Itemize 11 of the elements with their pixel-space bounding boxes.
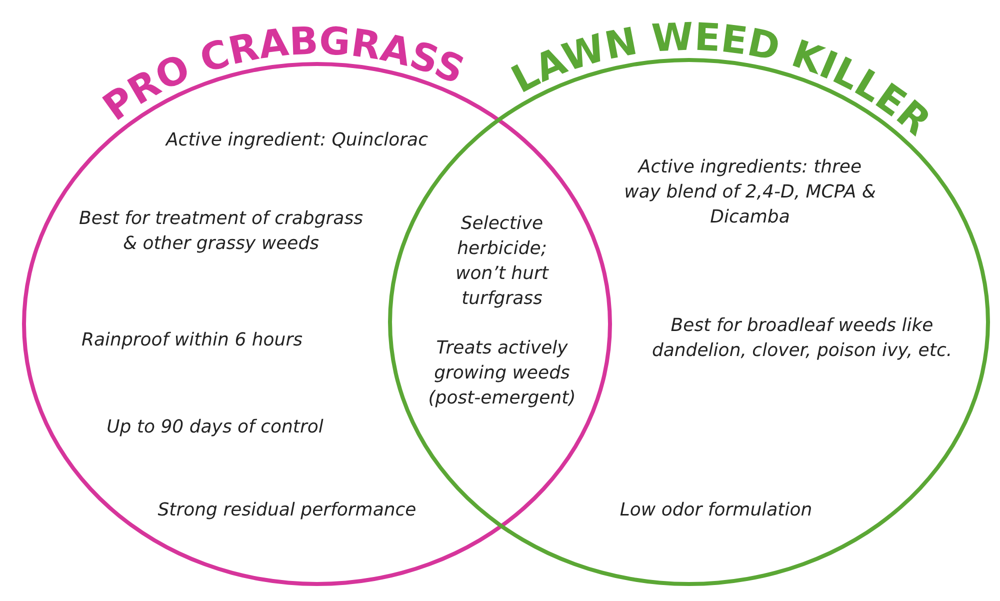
feature-text: Best for broadleaf weeds like dandelion, clover, poison ivy, etc. <box>651 314 953 363</box>
feature-text: Strong residual performance <box>157 498 417 522</box>
circle-title: PRO CRABGRASS <box>94 18 471 130</box>
feature-text: Selective herbicide; won’t hurt turfgrass <box>455 212 549 311</box>
feature-text: Active ingredients: three way blend of 2,4-D, MCPA & Dicamba <box>624 156 876 230</box>
feature-text: Best for treatment of crabgrass & other grassy weeds <box>78 207 364 256</box>
feature-text: Active ingredient: Quinclorac <box>165 128 429 152</box>
feature-text: Up to 90 days of control <box>106 416 324 440</box>
feature-text: Low odor formulation <box>619 498 813 522</box>
feature-text: Rainproof within 6 hours <box>81 328 303 352</box>
feature-text: Treats actively growing weeds (post-emergent) <box>428 336 576 410</box>
